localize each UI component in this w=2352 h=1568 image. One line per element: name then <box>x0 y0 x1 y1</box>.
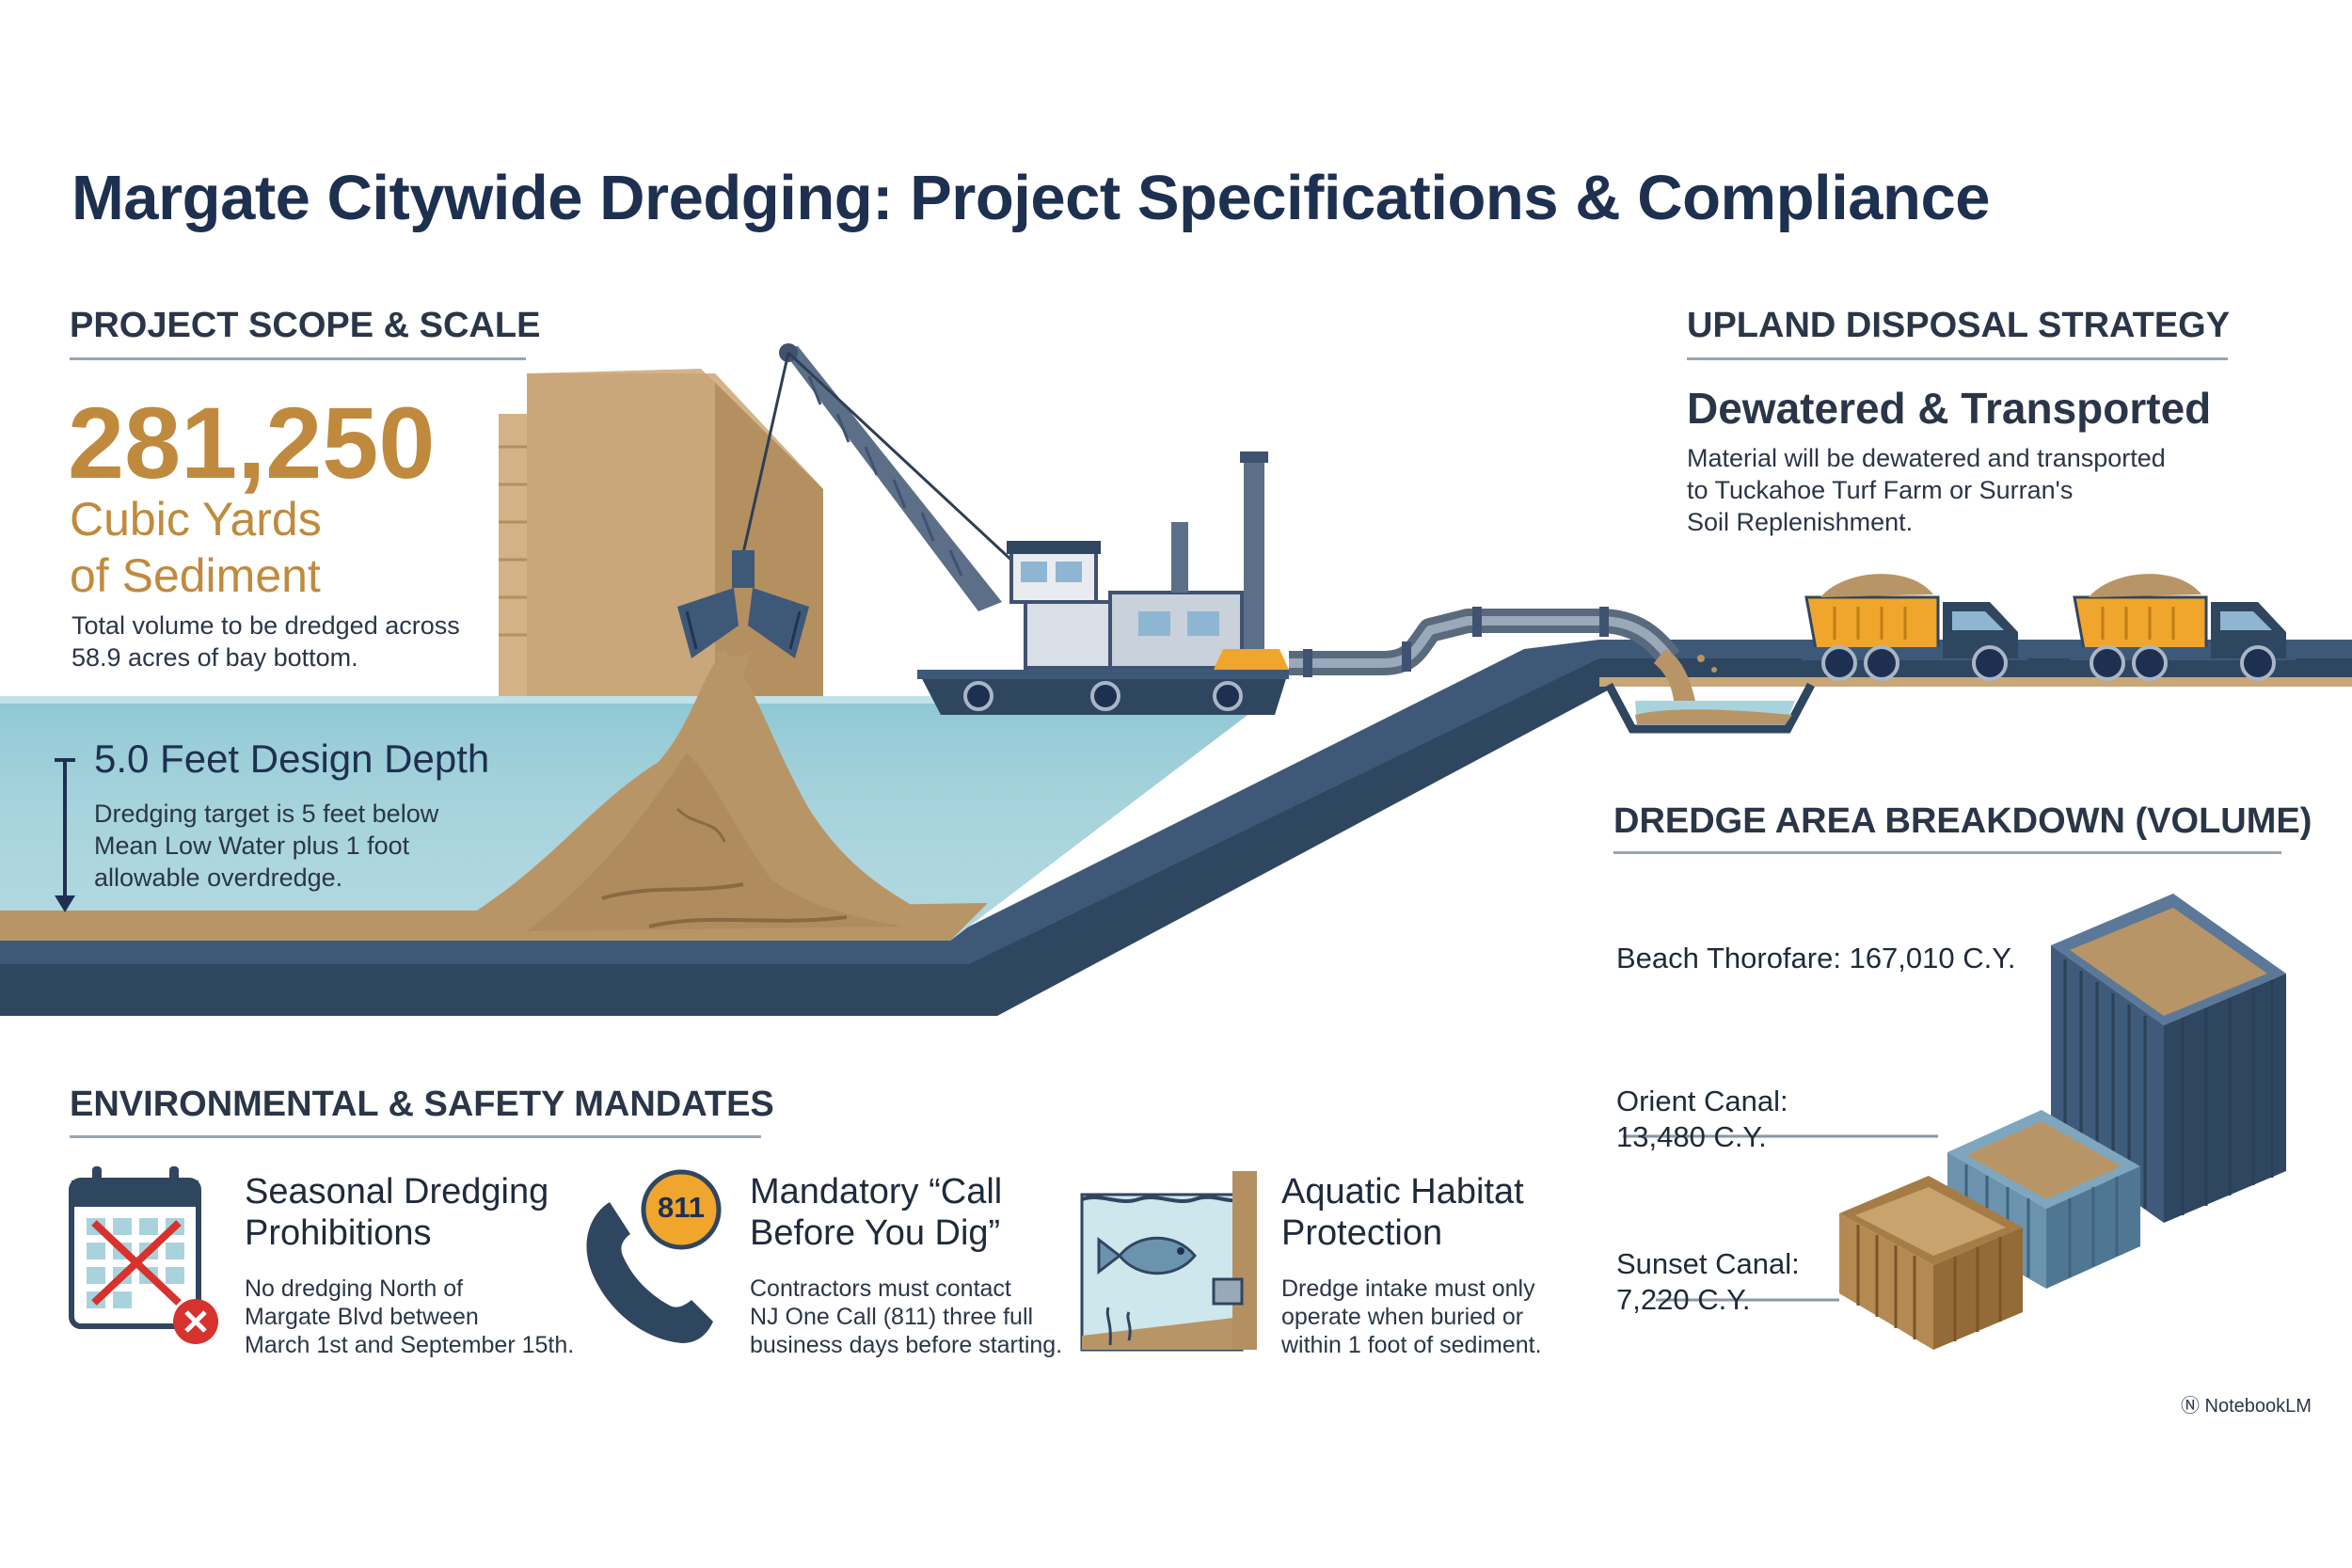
dump-truck-icon <box>1802 574 2027 681</box>
dredge-barge-icon <box>677 343 1289 715</box>
mandate-description: No dredging North of Margate Blvd betwee… <box>245 1275 574 1359</box>
disposal-desc-line3: Soil Replenishment. <box>1687 508 1914 536</box>
scope-desc-line2: 58.9 acres of bay bottom. <box>72 643 358 672</box>
volume-container-icon <box>1839 894 2286 1350</box>
mandate-title-line1: Aquatic Habitat <box>1281 1172 1524 1212</box>
clamshell-bucket-icon <box>677 550 809 658</box>
page-title: Margate Citywide Dredging: Project Speci… <box>72 163 1990 233</box>
breakdown-item-label: Orient Canal: <box>1616 1085 1788 1117</box>
mandate-desc-line3: March 1st and September 15th. <box>245 1332 575 1358</box>
phone-811-icon <box>586 1169 722 1343</box>
depth-description: Dredging target is 5 feet below Mean Low… <box>94 798 438 894</box>
mandate-description: Dredge intake must only operate when bur… <box>1281 1275 1542 1359</box>
mandate-title: Seasonal Dredging Prohibitions <box>245 1171 574 1254</box>
calendar-cross-icon <box>69 1166 218 1344</box>
discharge-pipe <box>1289 607 1717 715</box>
mandate-desc-line2: NJ One Call (811) three full <box>750 1304 1034 1330</box>
mandates-rule <box>70 1135 761 1138</box>
credit-logo: Ⓝ NotebookLM <box>2181 1396 2312 1417</box>
mandate-title-line2: Protection <box>1281 1213 1443 1253</box>
volume-unit: Cubic Yards of Sediment <box>70 491 322 604</box>
sediment-mound <box>442 649 931 931</box>
dump-truck-icon <box>2070 574 2296 681</box>
disposal-desc-line2: to Tuckahoe Turf Farm or Surran's <box>1687 476 2074 504</box>
depth-desc-line3: allowable overdredge. <box>94 863 343 892</box>
mandate-title-line1: Seasonal Dredging <box>245 1172 549 1212</box>
volume-unit-line2: of Sediment <box>70 549 321 602</box>
mandate-desc-line1: Dredge intake must only <box>1281 1275 1535 1302</box>
breakdown-heading: DREDGE AREA BREAKDOWN (VOLUME) <box>1613 801 2312 841</box>
scope-desc-line1: Total volume to be dredged across <box>72 611 460 640</box>
breakdown-item-beach-thorofare: Beach Thorofare: 167,010 C.Y. <box>1616 941 2016 976</box>
mandate-title-line2: Before You Dig” <box>750 1213 1001 1253</box>
badge-811: 811 <box>657 1191 705 1224</box>
mandate-title-line2: Prohibitions <box>245 1213 432 1253</box>
scope-description: Total volume to be dredged across 58.9 a… <box>72 610 460 673</box>
volume-unit-line1: Cubic Yards <box>70 493 322 546</box>
disposal-description: Material will be dewatered and transport… <box>1687 442 2166 538</box>
disposal-desc-line1: Material will be dewatered and transport… <box>1687 444 2166 472</box>
mandate-desc-line2: operate when buried or <box>1281 1304 1524 1330</box>
disposal-subheading: Dewatered & Transported <box>1687 384 2212 433</box>
fish-habitat-icon <box>1080 1171 1257 1352</box>
mandate-title: Mandatory “Call Before You Dig” <box>750 1171 1062 1254</box>
disposal-rule <box>1687 357 2228 360</box>
mandate-desc-line2: Margate Blvd between <box>245 1304 479 1330</box>
breakdown-item-value: 13,480 C.Y. <box>1616 1120 1767 1153</box>
volume-number: 281,250 <box>68 386 436 499</box>
breakdown-item-label: Sunset Canal: <box>1616 1247 1800 1280</box>
mandate-description: Contractors must contact NJ One Call (81… <box>750 1275 1062 1359</box>
mandate-title-line1: Mandatory “Call <box>750 1172 1003 1212</box>
dewatering-basin <box>1605 682 1815 734</box>
breakdown-item-sunset-canal: Sunset Canal: 7,220 C.Y. <box>1616 1246 1800 1318</box>
mandate-desc-line3: business days before starting. <box>750 1332 1063 1358</box>
depth-desc-line2: Mean Low Water plus 1 foot <box>94 832 410 860</box>
mandate-title: Aquatic Habitat Protection <box>1281 1171 1542 1254</box>
mandate-call-before-dig: Mandatory “Call Before You Dig” Contract… <box>750 1171 1062 1359</box>
mandate-seasonal: Seasonal Dredging Prohibitions No dredgi… <box>245 1171 574 1359</box>
depth-desc-line1: Dredging target is 5 feet below <box>94 800 439 828</box>
mandate-desc-line1: No dredging North of <box>245 1275 464 1302</box>
mandates-heading: ENVIRONMENTAL & SAFETY MANDATES <box>70 1085 774 1124</box>
disposal-heading: UPLAND DISPOSAL STRATEGY <box>1687 306 2231 345</box>
breakdown-item-label: Beach Thorofare: 167,010 C.Y. <box>1616 942 2016 974</box>
scope-rule <box>70 357 526 360</box>
depth-arrow-icon <box>55 758 75 912</box>
mandate-desc-line3: within 1 foot of sediment. <box>1281 1332 1542 1358</box>
breakdown-item-orient-canal: Orient Canal: 13,480 C.Y. <box>1616 1084 1788 1155</box>
breakdown-rule <box>1613 851 2281 854</box>
mandate-aquatic-habitat: Aquatic Habitat Protection Dredge intake… <box>1281 1171 1542 1359</box>
mandate-desc-line1: Contractors must contact <box>750 1275 1011 1302</box>
breakdown-item-value: 7,220 C.Y. <box>1616 1283 1751 1316</box>
leader-lines <box>1623 1134 1938 1302</box>
depth-heading: 5.0 Feet Design Depth <box>94 736 490 781</box>
scope-heading: PROJECT SCOPE & SCALE <box>70 306 541 345</box>
